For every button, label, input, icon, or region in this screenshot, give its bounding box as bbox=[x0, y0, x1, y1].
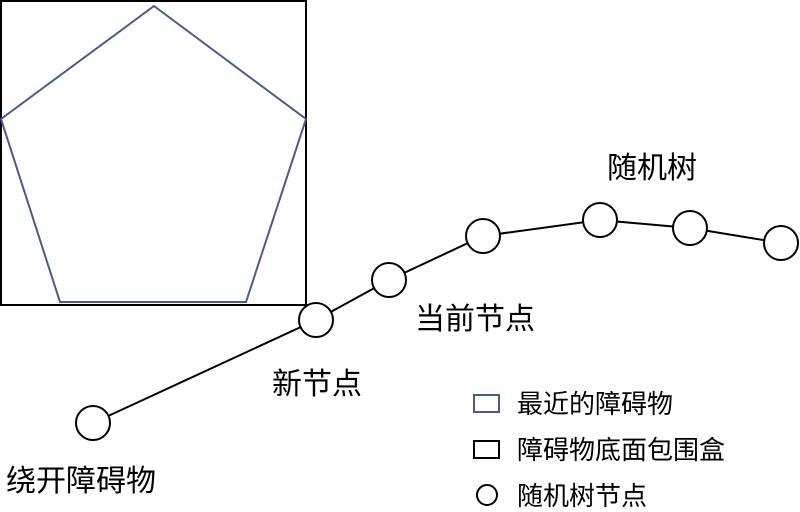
obstacle-bounding-box bbox=[0, 0, 307, 306]
label-random-tree: 随机树 bbox=[607, 151, 697, 186]
label-new-node: 新节点 bbox=[272, 367, 362, 402]
tree-node bbox=[672, 210, 708, 246]
tree-node-start bbox=[75, 405, 111, 441]
nearest-obstacle-pentagon bbox=[0, 4, 308, 303]
label-current-node: 当前节点 bbox=[415, 302, 535, 337]
legend-swatch-tree-node bbox=[476, 484, 498, 506]
label-bypass-obstacle: 绕开障碍物 bbox=[6, 464, 156, 499]
legend-label-tree-node: 随机树节点 bbox=[517, 482, 647, 512]
tree-node-current bbox=[371, 262, 407, 298]
legend-label-obstacle-bbox: 障碍物底面包围盒 bbox=[517, 436, 725, 466]
legend: 最近的障碍物 障碍物底面包围盒 随机树节点 bbox=[473, 390, 725, 512]
legend-swatch-nearest-obstacle bbox=[473, 394, 500, 413]
tree-node bbox=[763, 225, 799, 261]
tree-node-new bbox=[298, 302, 334, 338]
legend-swatch-obstacle-bbox bbox=[473, 440, 500, 459]
legend-label-nearest-obstacle: 最近的障碍物 bbox=[517, 390, 673, 420]
tree-node bbox=[465, 218, 501, 254]
tree-node bbox=[582, 202, 618, 238]
